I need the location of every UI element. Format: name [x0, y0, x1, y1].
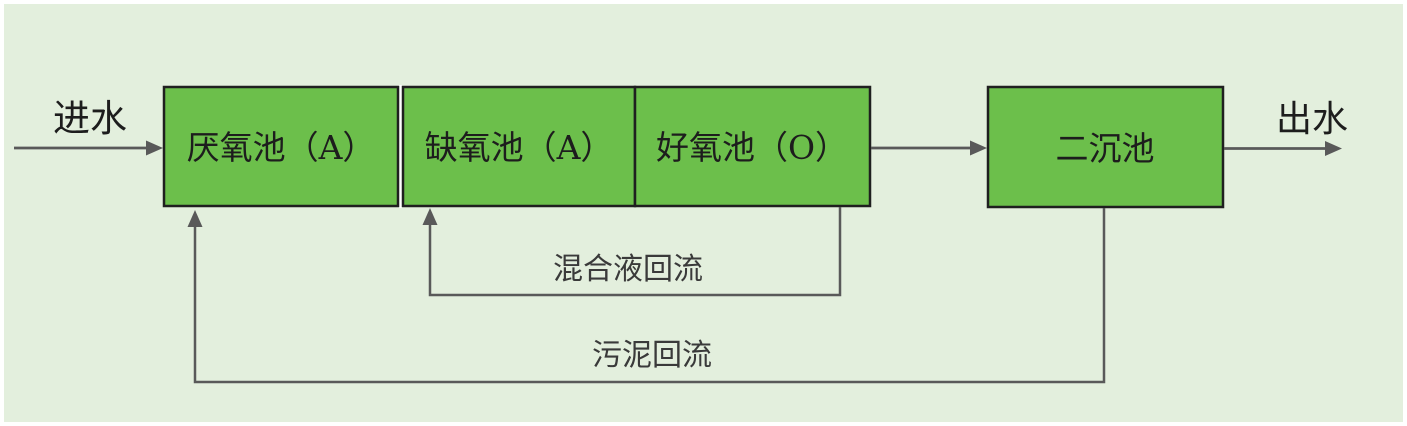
sludge-return-arrowhead-icon — [187, 210, 203, 227]
outflow-arrow — [1224, 141, 1342, 156]
tank-aerobic-label: 好氧池（O） — [656, 128, 848, 167]
tank-anaerobic: 厌氧池（A） — [162, 85, 400, 208]
sludge-return-loop — [187, 208, 1106, 384]
outflow-arrowhead-icon — [1325, 141, 1342, 156]
inflow-arrowhead-icon — [146, 140, 163, 156]
aerobic-to-clarifier-arrow — [871, 140, 987, 156]
tank-aerobic: 好氧池（O） — [633, 85, 872, 208]
inflow-label: 进水 — [53, 97, 127, 140]
tank-secondary-clarifier: 二沉池 — [986, 85, 1225, 209]
inflow-arrow — [14, 140, 163, 156]
tank-secondary-clarifier-label: 二沉池 — [1056, 129, 1155, 168]
tank-separator-gap — [398, 85, 403, 208]
sludge-return-label: 污泥回流 — [592, 338, 712, 373]
mixed-liquor-return-label: 混合液回流 — [553, 252, 703, 287]
outflow-label: 出水 — [1276, 99, 1348, 140]
tank-anaerobic-label: 厌氧池（A） — [187, 128, 376, 167]
tank-anoxic: 缺氧池（A） — [401, 85, 637, 208]
tank-anoxic-label: 缺氧池（A） — [425, 128, 614, 167]
mixed-liquor-return-loop — [422, 207, 842, 297]
mid-arrowhead-icon — [970, 140, 987, 156]
diagram-background — [4, 4, 1403, 422]
mixed-liquor-arrowhead-icon — [422, 208, 438, 225]
